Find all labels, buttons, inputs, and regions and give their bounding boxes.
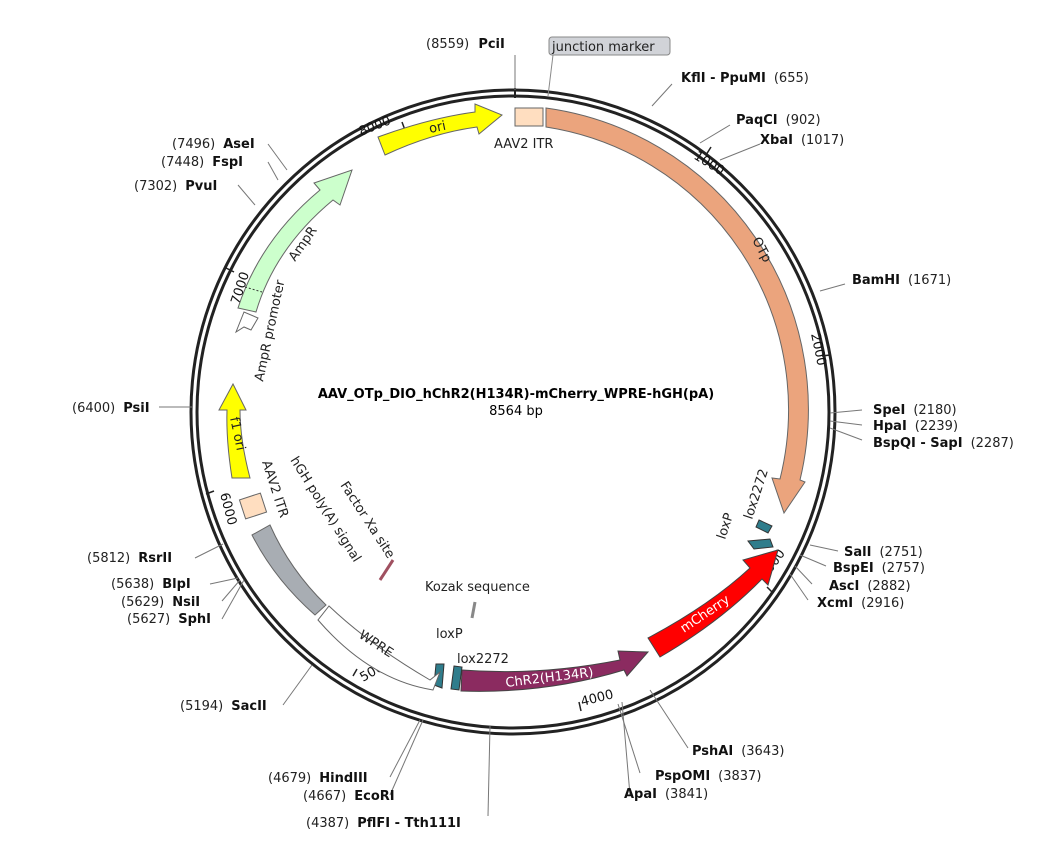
site-hindiii[interactable]: (4679)HindIII: [268, 771, 368, 786]
restriction-sites: (8559) PciI KflI - PpuMI(655) PaqCI(902)…: [72, 33, 1014, 831]
feature-label-kozak: Kozak sequence: [425, 580, 530, 595]
feature-loxp-right[interactable]: [747, 538, 774, 550]
site-sali[interactable]: SalI(2751): [844, 545, 923, 560]
backbone: [189, 88, 837, 736]
plasmid-name: AAV_OTp_DIO_hChR2(H134R)-mCherry_WPRE-hG…: [318, 387, 714, 402]
center-title: AAV_OTp_DIO_hChR2(H134R)-mCherry_WPRE-hG…: [318, 387, 714, 419]
feature-aav2-itr-top[interactable]: [514, 107, 544, 127]
feature-label-mcherry: mCherry: [678, 592, 733, 636]
feature-chr2[interactable]: [460, 650, 650, 692]
features: ori AAV2 ITR OTp lox2272 loxP mCherry Ch…: [218, 36, 809, 692]
feature-label-junction: junction marker: [551, 40, 655, 55]
site-pshai[interactable]: PshAI(3643): [692, 744, 784, 759]
feature-mcherry[interactable]: [647, 549, 779, 658]
feature-factor-xa[interactable]: [378, 559, 395, 581]
feature-ampr[interactable]: [237, 169, 353, 313]
site-hpai[interactable]: HpaI(2239): [873, 419, 958, 434]
feature-kozak[interactable]: [470, 601, 477, 619]
feature-label-f1-ori: f1 ori: [226, 416, 248, 452]
site-leaders: [159, 55, 863, 817]
feature-aav2-itr-left[interactable]: [238, 492, 268, 520]
feature-label-ori: ori: [428, 119, 448, 137]
site-asci[interactable]: AscI(2882): [829, 579, 911, 594]
plasmid-length: 8564 bp: [489, 404, 543, 419]
site-xcmi[interactable]: XcmI(2916): [817, 596, 904, 611]
feature-ori[interactable]: [377, 103, 503, 156]
feature-otp[interactable]: [545, 107, 809, 515]
site-kfli-ppumi[interactable]: KflI - PpuMI(655): [681, 71, 809, 86]
feature-lox2272-right[interactable]: [755, 519, 773, 534]
site-apai[interactable]: ApaI(3841): [624, 787, 708, 802]
site-ecori[interactable]: (4667)EcoRI: [303, 789, 395, 804]
tick-label-4000: 4000: [579, 687, 615, 710]
site-pcii[interactable]: (8559) PciI: [426, 33, 505, 52]
site-pspomi[interactable]: PspOMI(3837): [655, 769, 761, 784]
feature-label-loxp-right: loxP: [715, 511, 738, 541]
site-spei[interactable]: SpeI(2180): [873, 403, 957, 418]
feature-label-loxp-bottom: loxP: [436, 627, 463, 642]
site-psii[interactable]: (6400)PsiI: [72, 401, 150, 416]
feature-ampr-promoter[interactable]: [234, 311, 259, 334]
feature-f1-ori[interactable]: [218, 382, 251, 479]
site-xbai[interactable]: XbaI(1017): [760, 133, 844, 148]
tick-label-6000: 6000: [216, 491, 239, 527]
feature-label-aav2-itr-top: AAV2 ITR: [494, 137, 553, 152]
site-pvui[interactable]: (7302)PvuI: [134, 179, 217, 194]
site-fspi[interactable]: (7448)FspI: [161, 155, 243, 170]
site-paqci[interactable]: PaqCI(902): [736, 113, 821, 128]
site-sphi[interactable]: (5627)SphI: [127, 612, 211, 627]
feature-hgh[interactable]: [251, 524, 327, 616]
site-pflfi-tth111i[interactable]: (4387)PflFI - Tth111I: [306, 816, 461, 831]
feature-wpre[interactable]: [317, 605, 442, 691]
site-sacii[interactable]: (5194)SacII: [180, 699, 267, 714]
site-blpi[interactable]: (5638)BlpI: [111, 577, 191, 592]
site-bamhi[interactable]: BamHI(1671): [852, 273, 951, 288]
site-rsrii[interactable]: (5812)RsrII: [87, 551, 172, 566]
site-bspqi-sapi[interactable]: BspQI - SapI(2287): [873, 436, 1014, 451]
feature-label-lox2272-bottom: lox2272: [457, 652, 509, 667]
site-nsii[interactable]: (5629)NsiI: [121, 595, 200, 610]
tick-label-2000: 2000: [807, 332, 829, 367]
feature-label-lox2272-right: lox2272: [742, 467, 772, 521]
feature-label-chr2: ChR2(H134R): [505, 665, 595, 691]
site-asei[interactable]: (7496)AseI: [172, 137, 255, 152]
site-bspei[interactable]: BspEI(2757): [833, 561, 925, 576]
feature-junction-marker[interactable]: [548, 36, 671, 56]
feature-lox2272-bottom[interactable]: [450, 665, 463, 691]
